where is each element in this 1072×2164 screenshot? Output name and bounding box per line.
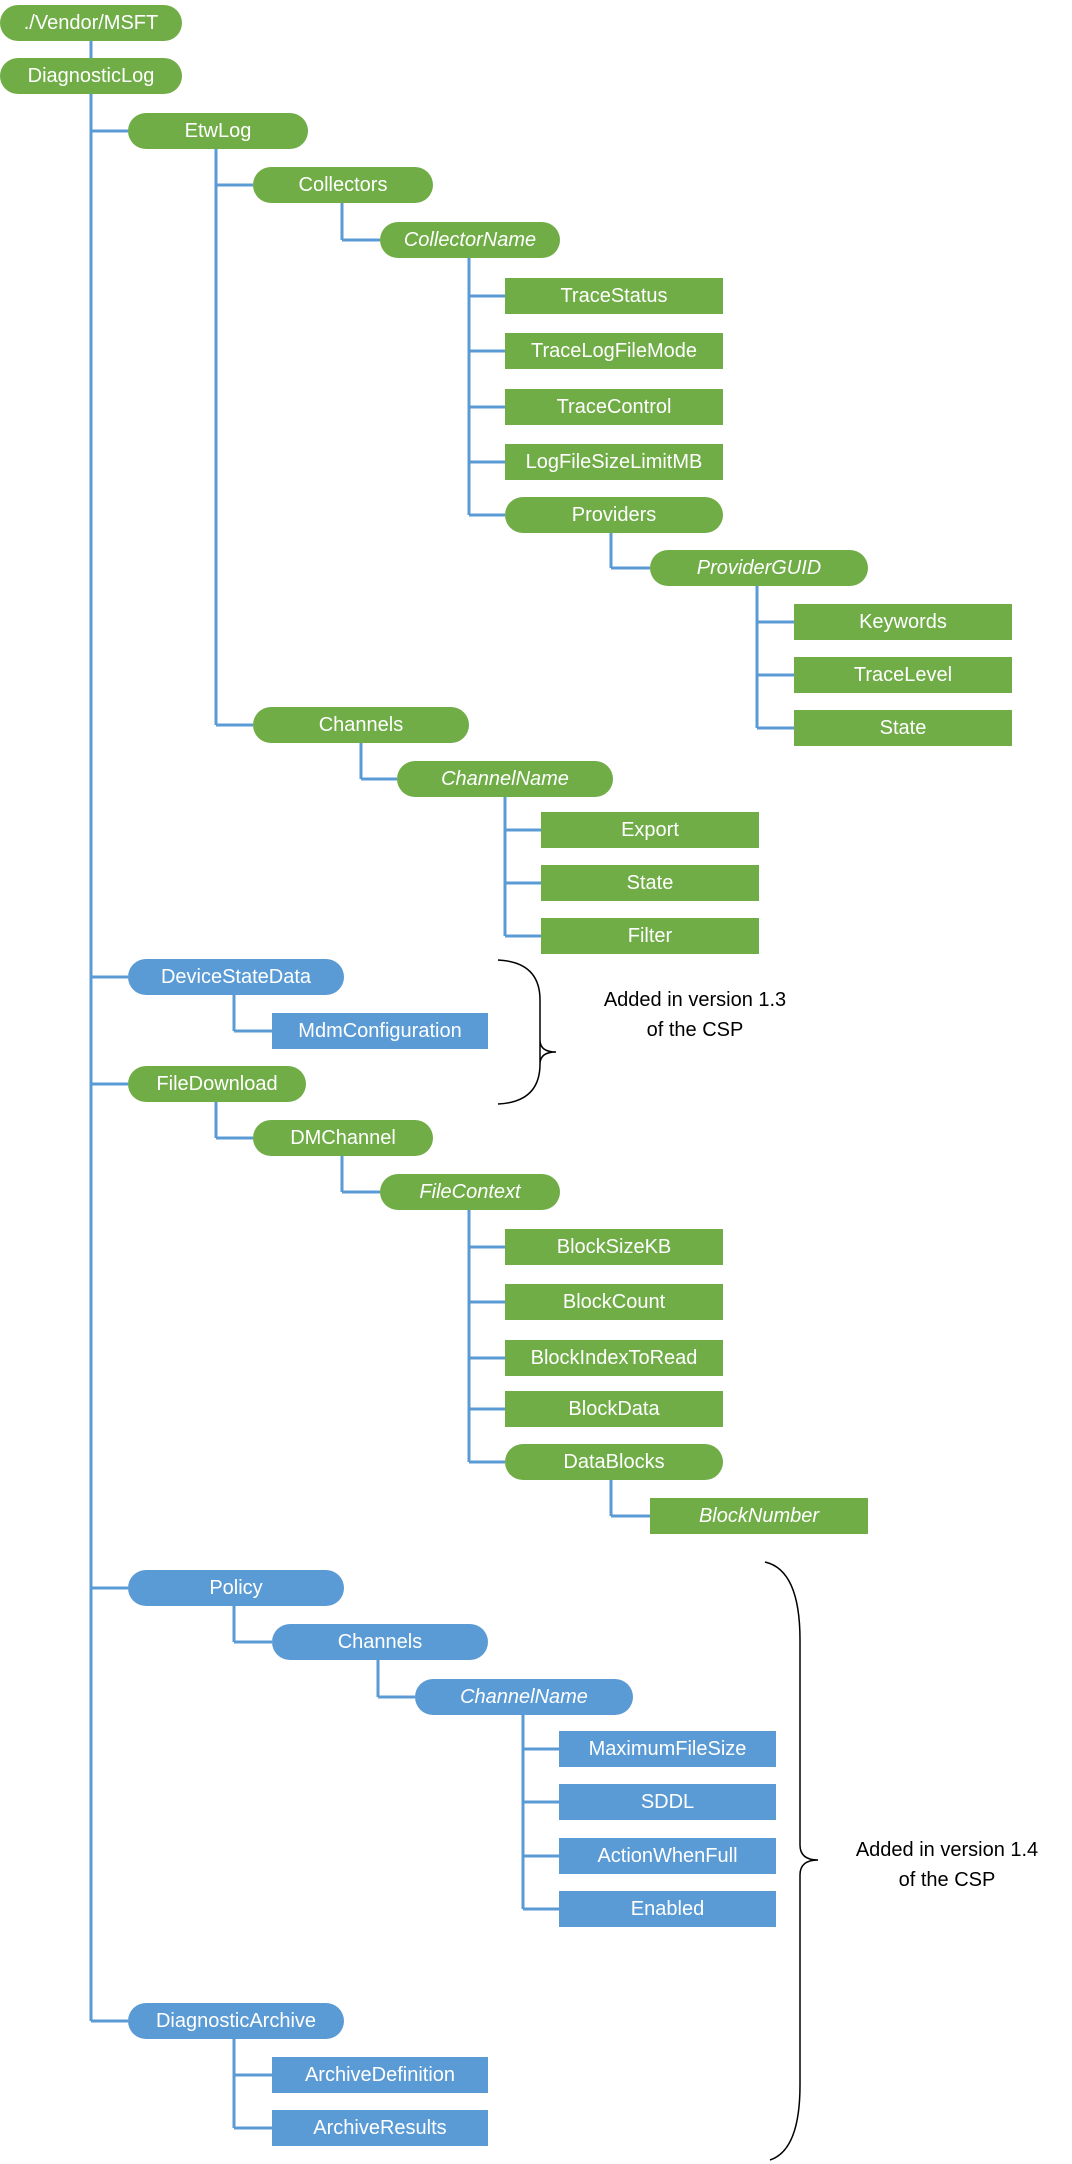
node-tracestatus: TraceStatus (505, 278, 723, 314)
node-actionwhenfull: ActionWhenFull (559, 1838, 776, 1874)
node-tracelevel: TraceLevel (794, 657, 1012, 693)
node-sddl: SDDL (559, 1784, 776, 1820)
node-logfilesizelimitmb: LogFileSizeLimitMB (505, 444, 723, 480)
node-dmchannel: DMChannel (253, 1120, 433, 1156)
node-archiveresults: ArchiveResults (272, 2110, 488, 2146)
node-blockcount: BlockCount (505, 1284, 723, 1320)
node-filedownload: FileDownload (128, 1066, 306, 1102)
node-filter: Filter (541, 918, 759, 954)
node-providerguid: ProviderGUID (650, 550, 868, 586)
node-blocksizekb: BlockSizeKB (505, 1229, 723, 1265)
node-blockindextoread: BlockIndexToRead (505, 1340, 723, 1376)
node-archivedefinition: ArchiveDefinition (272, 2057, 488, 2093)
node-state-provider: State (794, 710, 1012, 746)
brace-version-1-4 (764, 1561, 819, 2161)
node-diagnosticarchive: DiagnosticArchive (128, 2003, 344, 2039)
node-devicestatedata: DeviceStateData (128, 959, 344, 995)
annotation-version-1-4: Added in version 1.4 of the CSP (822, 1835, 1072, 1895)
node-datablocks: DataBlocks (505, 1444, 723, 1480)
annotation-version-1-4-line2: of the CSP (898, 1869, 996, 1891)
node-state-channel: State (541, 865, 759, 901)
node-vendor-msft: ./Vendor/MSFT (0, 5, 182, 41)
node-tracelogfilemode: TraceLogFileMode (505, 333, 723, 369)
node-channelname-etw: ChannelName (397, 761, 613, 797)
node-channelname-policy: ChannelName (415, 1679, 633, 1715)
node-collectorname: CollectorName (380, 222, 560, 258)
brace-version-1-3-ghost (500, 960, 560, 1080)
node-enabled: Enabled (559, 1891, 776, 1927)
node-channels-policy: Channels (272, 1624, 488, 1660)
annotation-version-1-3: Added in version 1.3 of the CSP (565, 985, 825, 1045)
node-etwlog: EtwLog (128, 113, 308, 149)
node-maximumfilesize: MaximumFileSize (559, 1731, 776, 1767)
node-policy: Policy (128, 1570, 344, 1606)
node-mdmconfiguration: MdmConfiguration (272, 1013, 488, 1049)
node-collectors: Collectors (253, 167, 433, 203)
node-blockdata: BlockData (505, 1391, 723, 1427)
node-keywords: Keywords (794, 604, 1012, 640)
node-channels-etw: Channels (253, 707, 469, 743)
node-export: Export (541, 812, 759, 848)
annotation-version-1-3-line1: Added in version 1.3 (603, 989, 787, 1011)
brace-version-1-3 (497, 959, 557, 1105)
node-diagnosticlog: DiagnosticLog (0, 58, 182, 94)
node-tracecontrol: TraceControl (505, 389, 723, 425)
node-blocknumber: BlockNumber (650, 1498, 868, 1534)
annotation-version-1-3-line2: of the CSP (646, 1019, 744, 1041)
node-providers: Providers (505, 497, 723, 533)
annotation-version-1-4-line1: Added in version 1.4 (855, 1839, 1039, 1861)
node-filecontext: FileContext (380, 1174, 560, 1210)
